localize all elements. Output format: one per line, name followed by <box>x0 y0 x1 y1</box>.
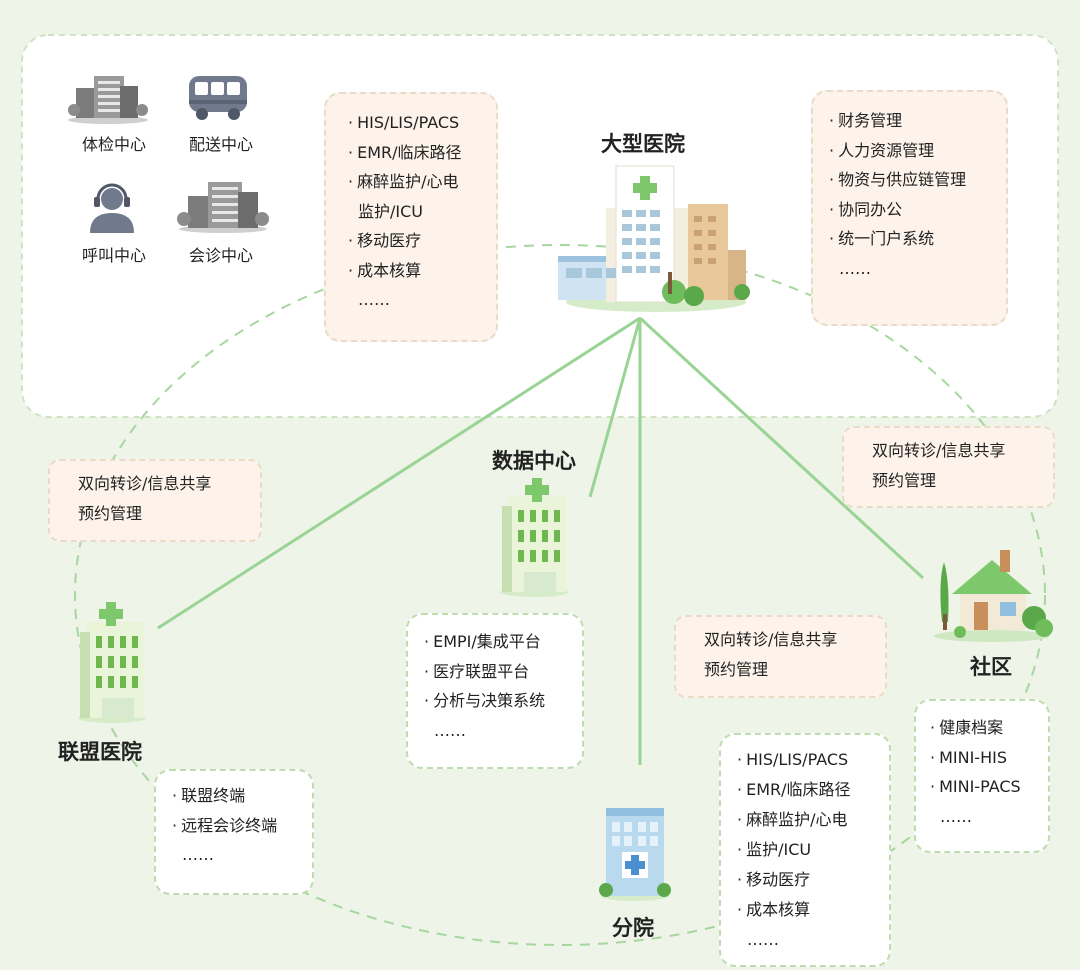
center-label-consultation: 会诊中心 <box>188 246 253 265</box>
system-item: 移动医疗 <box>348 226 480 256</box>
network-ring <box>74 244 1046 946</box>
center-label-physical-exam: 体检中心 <box>81 135 146 154</box>
system-item: 联盟终端 <box>172 781 296 811</box>
alliance-hospital-systems: 联盟终端 远程会诊终端 …… <box>154 769 314 895</box>
system-item: 医疗联盟平台 <box>424 657 566 687</box>
data-center-systems: EMPI/集成平台 医疗联盟平台 分析与决策系统 …… <box>406 613 584 769</box>
large-hospital-management-systems: 财务管理 人力资源管理 物资与供应链管理 协同办公 统一门户系统 …… <box>811 90 1008 326</box>
system-item: 监护/ICU <box>737 835 873 865</box>
system-item: 分析与决策系统 <box>424 686 566 716</box>
system-item: 协同办公 <box>829 195 990 225</box>
referral-line: 预约管理 <box>704 660 769 679</box>
system-item: 成本核算 <box>348 256 480 286</box>
link-datacenter <box>588 317 642 498</box>
ellipsis: …… <box>839 258 871 278</box>
data-center-building-icon <box>500 478 568 597</box>
ellipsis: …… <box>434 720 466 740</box>
system-item: MINI-HIS <box>930 743 1032 773</box>
system-item: MINI-PACS <box>930 772 1032 802</box>
referral-line: 双向转诊/信息共享 <box>872 441 1006 460</box>
hospital-building-icon <box>558 165 750 312</box>
alliance-hospital-building-icon <box>78 602 146 723</box>
ellipsis: …… <box>182 845 214 864</box>
system-item: 麻醉监护/心电 <box>348 167 480 197</box>
branch-hospital-systems: HIS/LIS/PACS EMR/临床路径 麻醉监护/心电 监护/ICU 移动医… <box>719 733 891 967</box>
community-label: 社区 <box>970 655 1012 679</box>
community-house-icon <box>934 550 1053 642</box>
community-systems: 健康档案 MINI-HIS MINI-PACS …… <box>914 699 1050 853</box>
system-item: 财务管理 <box>829 106 990 136</box>
building-icon <box>177 182 269 233</box>
center-label-distribution: 配送中心 <box>188 135 253 154</box>
system-item: EMR/临床路径 <box>348 138 480 168</box>
system-item: 成本核算 <box>737 895 873 925</box>
system-item: 统一门户系统 <box>829 224 990 254</box>
referral-line: 双向转诊/信息共享 <box>78 474 212 493</box>
ellipsis: …… <box>358 290 390 309</box>
system-item: 监护/ICU <box>358 201 423 221</box>
system-item: HIS/LIS/PACS <box>737 745 873 775</box>
data-center-label: 数据中心 <box>492 449 576 473</box>
system-item: HIS/LIS/PACS <box>348 108 480 138</box>
ellipsis: …… <box>747 930 779 949</box>
system-item: 人力资源管理 <box>829 136 990 166</box>
bus-icon <box>189 76 247 120</box>
system-item: 移动医疗 <box>737 865 873 895</box>
system-item: EMR/临床路径 <box>737 775 873 805</box>
link-community <box>638 316 925 580</box>
referral-box-alliance: 双向转诊/信息共享 预约管理 <box>48 459 262 542</box>
referral-line: 预约管理 <box>872 471 937 490</box>
top-panel <box>21 34 1059 418</box>
referral-line: 双向转诊/信息共享 <box>704 630 838 649</box>
branch-hospital-building-icon <box>599 808 671 901</box>
system-item: 麻醉监护/心电 <box>737 805 873 835</box>
link-alliance <box>157 316 641 630</box>
system-item: 物资与供应链管理 <box>829 165 990 195</box>
center-label-call: 呼叫中心 <box>81 246 146 265</box>
system-item: EMPI/集成平台 <box>424 627 566 657</box>
alliance-hospital-label: 联盟医院 <box>58 740 142 764</box>
call-center-icon <box>90 183 134 233</box>
branch-hospital-label: 分院 <box>612 916 654 940</box>
large-hospital-label: 大型医院 <box>601 132 685 156</box>
building-icon <box>68 76 148 124</box>
large-hospital-clinical-systems: HIS/LIS/PACS EMR/临床路径 麻醉监护/心电 监护/ICU 移动医… <box>324 92 498 342</box>
referral-line: 预约管理 <box>78 504 143 523</box>
referral-box-community: 双向转诊/信息共享 预约管理 <box>842 426 1055 508</box>
ellipsis: …… <box>940 806 972 826</box>
referral-box-branch: 双向转诊/信息共享 预约管理 <box>674 615 887 698</box>
system-item: 健康档案 <box>930 713 1032 743</box>
system-item: 远程会诊终端 <box>172 811 296 841</box>
